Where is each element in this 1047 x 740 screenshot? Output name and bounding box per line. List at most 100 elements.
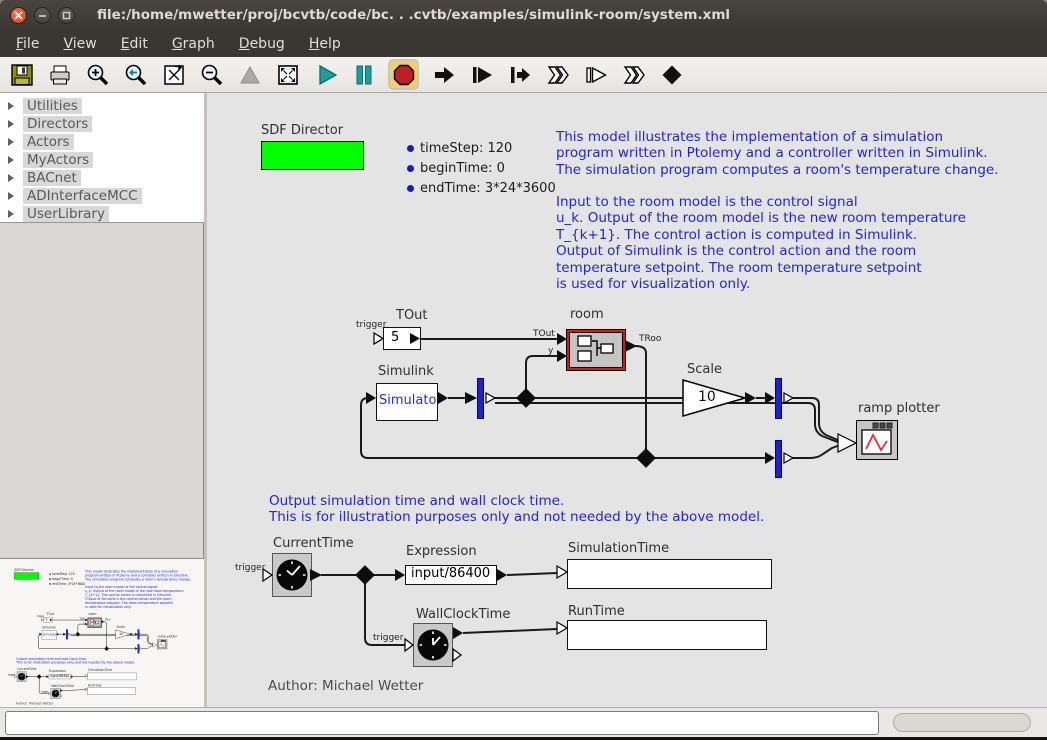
- expand-arrow-icon[interactable]: [8, 156, 14, 164]
- plotter-input-port: [152, 642, 158, 648]
- wire[interactable]: [495, 402, 841, 444]
- param-timestep[interactable]: timeStep: 120: [407, 138, 512, 158]
- wire-junction[interactable]: [516, 388, 536, 408]
- output-port: [497, 569, 507, 581]
- runtime-display[interactable]: [567, 620, 767, 650]
- pause-icon[interactable]: [350, 61, 377, 89]
- expand-arrow-icon[interactable]: [8, 192, 14, 200]
- overview-panel[interactable]: SDF Director timeStep: 120 beginTime: 0 …: [0, 558, 204, 707]
- simulationtime-label: SimulationTime: [568, 541, 670, 556]
- vector-relation-bar[interactable]: [775, 440, 782, 478]
- multiport-out: [139, 647, 143, 651]
- currenttime-block[interactable]: [272, 553, 312, 597]
- print-icon[interactable]: [46, 61, 73, 89]
- window-controls: [10, 6, 75, 24]
- close-icon[interactable]: [10, 6, 27, 24]
- sidebar-item-directors[interactable]: Directors: [0, 115, 204, 133]
- scale-label: Scale: [687, 362, 722, 377]
- param-endtime[interactable]: endTime: 3*24*3600: [407, 178, 556, 198]
- wallclocktime-block[interactable]: [413, 623, 453, 667]
- sidebar-item-myactors[interactable]: MyActors: [0, 151, 204, 169]
- wire[interactable]: [634, 345, 647, 454]
- scale-label: Scale: [116, 625, 125, 630]
- minimize-icon[interactable]: [34, 6, 51, 24]
- zoom-in-icon[interactable]: [84, 61, 111, 89]
- stop-icon[interactable]: [388, 59, 419, 90]
- annotation-bottom: Output simulation time and wall clock ti…: [269, 493, 765, 526]
- wire: [141, 633, 154, 645]
- run-icon[interactable]: [312, 61, 339, 89]
- sidebar-item-userlibrary[interactable]: UserLibrary: [0, 205, 204, 222]
- breakpoint-icon[interactable]: [658, 61, 685, 89]
- step-back-icon[interactable]: [620, 61, 647, 89]
- director-label: SDF Director: [261, 123, 344, 138]
- menu-edit[interactable]: Edit: [120, 35, 148, 52]
- step-in-icon[interactable]: [468, 61, 495, 89]
- maximize-icon[interactable]: [58, 6, 75, 24]
- tout-block[interactable]: 5: [383, 327, 421, 350]
- currenttime-label: CurrentTime: [273, 536, 354, 551]
- room-block[interactable]: [566, 329, 626, 371]
- param-begintime[interactable]: beginTime: 0: [407, 158, 505, 178]
- menu-graph[interactable]: Graph: [171, 35, 215, 52]
- menu-debug[interactable]: Debug: [238, 35, 285, 52]
- plotter-block[interactable]: [856, 420, 898, 460]
- room-block: [87, 617, 102, 628]
- menu-help[interactable]: Help: [308, 35, 341, 52]
- zoom-out-icon[interactable]: [198, 61, 225, 89]
- simulink-block[interactable]: Simulato: [376, 383, 438, 421]
- input-port: [366, 392, 376, 404]
- expand-arrow-icon[interactable]: [8, 138, 14, 146]
- menu-file[interactable]: File: [16, 35, 40, 52]
- multiport-out: [139, 632, 143, 636]
- wallclocktime-block: [50, 688, 61, 699]
- zoom-reset-icon[interactable]: [122, 61, 149, 89]
- step-over-icon[interactable]: [544, 61, 571, 89]
- canvas[interactable]: SDF Director timeStep: 120 beginTime: 0 …: [210, 93, 1047, 707]
- expand-arrow-icon[interactable]: [8, 120, 14, 128]
- wire[interactable]: [793, 444, 841, 459]
- resume-icon[interactable]: [582, 61, 609, 89]
- step-icon[interactable]: [430, 61, 457, 89]
- input-port: [557, 333, 567, 345]
- wire[interactable]: [525, 355, 557, 396]
- sidebar-item-adinterfacemcc[interactable]: ADInterfaceMCC: [0, 187, 204, 205]
- param-endtime: endTime: 3*24*3600: [49, 581, 85, 586]
- output-port: [625, 340, 637, 352]
- step-out-icon[interactable]: [506, 61, 533, 89]
- fullscreen-icon[interactable]: [274, 61, 301, 89]
- toolbar: [0, 57, 1047, 93]
- status-input[interactable]: [5, 711, 879, 735]
- wire[interactable]: [506, 572, 558, 576]
- wire[interactable]: [462, 628, 558, 634]
- menu-view[interactable]: View: [63, 35, 97, 52]
- sidebar-item-actors[interactable]: Actors: [0, 133, 204, 151]
- wire-junction[interactable]: [636, 448, 656, 468]
- input-port: [556, 564, 569, 580]
- sidebar-item-utilities[interactable]: Utilities: [0, 97, 204, 115]
- input-port: [765, 392, 775, 404]
- wire: [77, 623, 86, 634]
- expand-arrow-icon[interactable]: [8, 174, 14, 182]
- zoom-fit-icon[interactable]: [160, 61, 187, 89]
- runtime-label: RunTime: [87, 683, 102, 688]
- move-up-icon[interactable]: [236, 61, 263, 89]
- sidebar-item-bacnet[interactable]: BACnet: [0, 169, 204, 187]
- expand-arrow-icon[interactable]: [8, 102, 14, 110]
- input-port: [556, 620, 569, 636]
- wire-junction[interactable]: [355, 565, 375, 585]
- vector-relation-bar[interactable]: [477, 378, 484, 419]
- wallclocktime-trigger-label: trigger: [373, 633, 404, 643]
- simulink-label: Simulink: [378, 364, 434, 379]
- vector-relation-bar[interactable]: [775, 378, 782, 419]
- sdf-director-block[interactable]: [261, 141, 364, 170]
- ports-layer: [14, 618, 158, 698]
- tout-trigger-label: trigger: [356, 320, 387, 330]
- simulationtime-display[interactable]: [567, 559, 772, 589]
- progress-indicator: [893, 713, 1031, 732]
- expand-arrow-icon[interactable]: [8, 210, 14, 218]
- save-icon[interactable]: [8, 61, 35, 89]
- wire[interactable]: [793, 397, 841, 442]
- main-area: Utilities Directors Actors MyActors BACn…: [0, 93, 1047, 707]
- expression-block[interactable]: input/86400: [405, 565, 497, 585]
